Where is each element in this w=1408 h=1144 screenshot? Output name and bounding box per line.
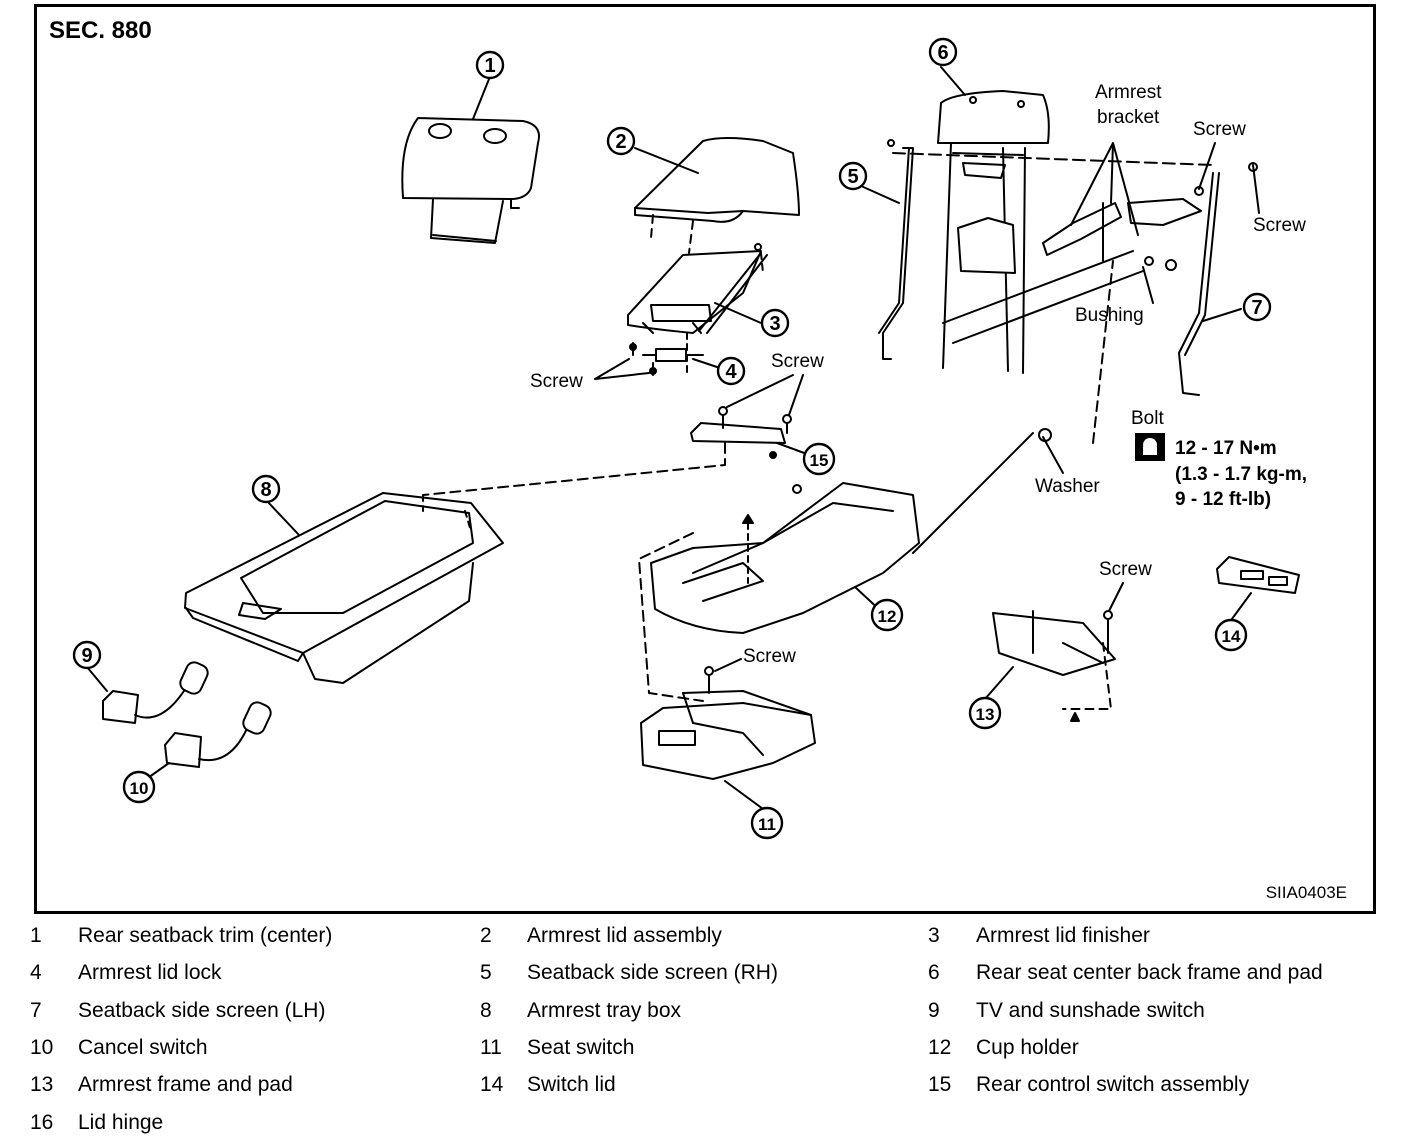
part-1-seatback-trim	[401, 117, 540, 244]
legend-item-name: Armrest frame and pad	[78, 1073, 293, 1096]
legend-item-number: 8	[480, 999, 492, 1022]
legend-item-number: 6	[928, 961, 940, 984]
callout-14: 14	[1222, 627, 1241, 646]
label-screw-frame: Screw	[1099, 559, 1152, 580]
callout-8: 8	[260, 479, 271, 501]
legend-item-name: Armrest tray box	[527, 999, 682, 1022]
legend-item-number: 13	[30, 1073, 54, 1096]
legend-item-name: Armrest lid assembly	[527, 924, 722, 947]
callout-1: 1	[484, 55, 495, 77]
callout-6: 6	[937, 42, 948, 64]
torque-line-1: 12 - 17 N•m	[1175, 438, 1277, 459]
label-bracket: bracket	[1097, 107, 1160, 128]
torque-line-2: (1.3 - 1.7 kg-m,	[1175, 464, 1307, 485]
part-12-cup-holder	[638, 482, 920, 702]
part-6-center-back-frame	[892, 90, 1214, 374]
label-screw-lid: Screw	[530, 371, 583, 392]
legend-item-number: 1	[30, 924, 42, 947]
part-8-tray-box	[184, 492, 504, 684]
part-11-seat-switch	[640, 666, 816, 780]
legend-item-number: 15	[928, 1073, 952, 1096]
legend-item-number: 14	[480, 1073, 504, 1096]
legend-item-name: Switch lid	[527, 1073, 616, 1096]
part-2-armrest-lid	[634, 137, 800, 254]
diagram-frame: SEC. 880 SIIA0403E	[34, 4, 1376, 914]
legend-item-name: Cancel switch	[78, 1036, 208, 1059]
callout-2: 2	[615, 131, 626, 153]
legend-item-name: Rear seatback trim (center)	[78, 924, 333, 947]
legend-item-name: Lid hinge	[78, 1111, 164, 1134]
legend-item-name: Armrest lid finisher	[976, 924, 1150, 947]
legend-item-number: 3	[928, 924, 940, 947]
bolt-bushing-hardware	[912, 256, 1177, 554]
legend-item-number: 4	[30, 961, 42, 984]
label-bushing: Bushing	[1075, 305, 1144, 326]
callout-7: 7	[1251, 297, 1262, 319]
legend-item-name: Seat switch	[527, 1036, 635, 1059]
callout-4: 4	[725, 361, 737, 383]
figure-code: SIIA0403E	[1265, 883, 1347, 902]
part-15-control-switch-assembly	[422, 406, 792, 496]
part-7-side-screen-lh	[1178, 162, 1258, 396]
label-bolt: Bolt	[1131, 408, 1164, 429]
legend-item-number: 5	[480, 961, 492, 984]
legend-item-name: Seatback side screen (LH)	[78, 999, 326, 1022]
callout-13: 13	[976, 705, 995, 724]
label-leaders	[594, 142, 1260, 672]
label-screw-switch: Screw	[771, 351, 824, 372]
legend-item-number: 2	[480, 924, 492, 947]
legend-item-name: Rear seat center back frame and pad	[976, 961, 1323, 984]
legend-item-name: Rear control switch assembly	[976, 1073, 1250, 1096]
callout-5: 5	[847, 166, 858, 188]
part-5-side-screen-rh	[878, 139, 914, 360]
legend-item-number: 16	[30, 1111, 54, 1134]
part-10-cancel-switch	[164, 701, 272, 768]
torque-line-3: 9 - 12 ft-lb)	[1175, 489, 1271, 510]
legend-item-number: 9	[928, 999, 940, 1022]
legend-item-number: 10	[30, 1036, 54, 1059]
legend-item-name: Cup holder	[976, 1036, 1079, 1059]
callout-circles	[72, 37, 1272, 840]
part-9-tv-sunshade-switch	[102, 661, 209, 724]
label-armrest: Armrest	[1095, 82, 1162, 103]
callout-9: 9	[81, 645, 92, 667]
label-screw-top-right: Screw	[1193, 119, 1246, 140]
label-screw-seat-switch: Screw	[743, 646, 796, 667]
legend-item-number: 7	[30, 999, 42, 1022]
legend-item-number: 12	[928, 1036, 952, 1059]
label-screw-right: Screw	[1253, 215, 1306, 236]
callout-12: 12	[878, 607, 897, 626]
section-title: SEC. 880	[49, 17, 152, 44]
legend-item-number: 11	[480, 1036, 502, 1059]
legend-item-name: TV and sunshade switch	[976, 999, 1205, 1022]
label-washer: Washer	[1035, 476, 1100, 497]
callout-15: 15	[810, 451, 829, 470]
torque-wrench-icon	[1135, 433, 1165, 461]
part-4-lid-lock	[629, 332, 704, 376]
part-14-switch-lid	[1216, 556, 1300, 594]
armrest-bracket	[1042, 142, 1202, 262]
legend-item-name: Armrest lid lock	[78, 961, 222, 984]
part-13-armrest-frame	[992, 610, 1116, 722]
callout-10: 10	[130, 779, 149, 798]
exploded-parts-drawing: 1 2 3 4 5 6 7 8 9 10 11 12 13 14 15 Armr…	[72, 37, 1307, 840]
legend-item-name: Seatback side screen (RH)	[527, 961, 778, 984]
callout-3: 3	[769, 313, 780, 335]
callout-11: 11	[758, 815, 776, 834]
part-3-lid-finisher	[627, 243, 768, 334]
